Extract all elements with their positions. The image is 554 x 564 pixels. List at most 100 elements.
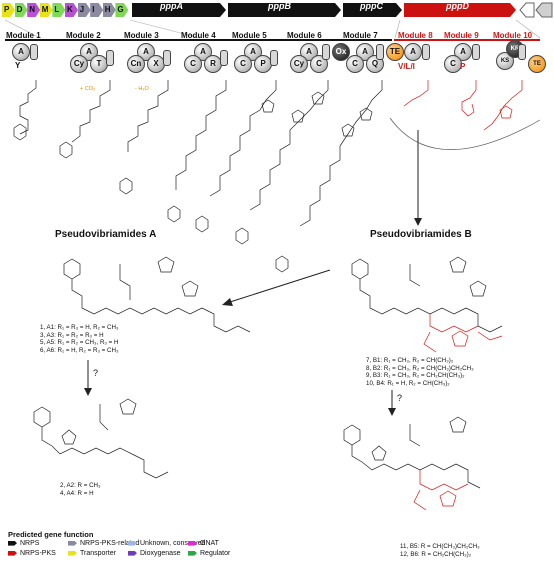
module-label-10: Module 10 <box>493 31 533 40</box>
domain-pcp-m5[interactable] <box>270 50 278 66</box>
domain-pcp-m9[interactable] <box>472 44 480 60</box>
module-1-intermediate <box>13 80 37 141</box>
substrate-m1: Y <box>15 61 21 70</box>
gene-arrow-pppB[interactable] <box>228 3 341 17</box>
gene-label-pppC: pppC <box>360 1 383 11</box>
domain-A-m8[interactable]: A <box>404 43 422 61</box>
gene-arrow-M[interactable]: M <box>39 3 53 17</box>
gene-arrow-L[interactable]: L <box>52 3 66 17</box>
legend-swatch <box>128 540 137 546</box>
domain-pcp-m3[interactable] <box>163 50 171 66</box>
module-label-3: Module 3 <box>124 31 159 40</box>
arrow-to-B-head <box>414 218 422 226</box>
compound-structures <box>33 256 503 511</box>
caption-b-line-1: 7, B1: R₁ = CH₃, R₂ = CH(CH₃)₂ <box>366 357 454 364</box>
caption-b: 7, B1: R₁ = CH₃, R₂ = CH(CH₃)₂ 8, B2: R₁… <box>366 357 474 387</box>
question-mark-b: ? <box>397 393 403 403</box>
caption-a-line-1: 1, A1: R₁ = R₃ = H, R₂ = CH₃ <box>40 324 119 331</box>
module-label-7: Module 7 <box>343 31 378 40</box>
large-gene-arrows <box>132 2 553 18</box>
gene-label-pppD: pppD <box>446 1 469 11</box>
arrow-a-to-a2-head <box>84 388 92 396</box>
caption-a2-line-1: 2, A2: R = CH₃ <box>60 482 101 489</box>
module-label-9: Module 9 <box>444 31 479 40</box>
caption-b-line-3: 9, B3: R₁ = CH₃, R₂ = CH₂CH(CH₃)₂ <box>366 372 465 380</box>
module-4-intermediate <box>167 80 227 223</box>
legend-label: Dioxygenase <box>140 550 181 557</box>
module-6-intermediate <box>235 80 329 245</box>
gene-arrow-pppC[interactable] <box>343 3 402 17</box>
gene-arrow-P[interactable]: P <box>2 3 15 17</box>
gene-arrow-F[interactable] <box>519 2 535 18</box>
gene-arrow-pppA[interactable] <box>132 3 226 17</box>
question-mark-a: ? <box>93 368 99 378</box>
domain-pcp-m7[interactable] <box>376 44 384 60</box>
module-3-intermediate <box>119 80 169 195</box>
legend-label: Unknown, conserved <box>140 540 206 547</box>
legend-item: Dioxygenase <box>128 550 180 557</box>
arrow-to-A-head <box>222 298 233 306</box>
pseudovibriamide-b5-structure <box>343 416 481 511</box>
legend-label: GNAT <box>200 540 219 547</box>
domain-C-m9[interactable]: C <box>444 55 462 73</box>
legend-label: NRPS-PKS-related <box>80 540 140 547</box>
domain-Cy-m6[interactable]: Cy <box>290 55 308 73</box>
module-7-intermediate <box>275 80 383 273</box>
gene-arrow-J[interactable]: J <box>77 3 91 17</box>
legend-item: NRPS <box>8 540 39 547</box>
transfer-curve <box>389 117 541 151</box>
domain-X-m3[interactable]: X <box>147 55 165 73</box>
caption-a-line-3: 5, A5: R₁ = R₂ = CH₃, R₃ = H <box>40 339 119 347</box>
legend-swatch <box>188 540 197 546</box>
gene-arrow-G[interactable]: G <box>115 3 129 17</box>
pseudovibriamides-b-title: Pseudovibriamides B <box>370 229 472 240</box>
domain-pcp-m8[interactable] <box>422 44 430 60</box>
substrate-m8: V/L/I <box>398 62 415 71</box>
legend-item: Regulator <box>188 550 230 557</box>
legend-label: NRPS <box>20 540 40 547</box>
domain-Cn-m3[interactable]: Cn <box>127 55 145 73</box>
gene-arrow-I[interactable]: I <box>90 3 104 17</box>
domain-C-m7[interactable]: C <box>346 55 364 73</box>
domain-Ox-m6[interactable]: Ox <box>332 43 350 61</box>
domain-Cy-m2[interactable]: Cy <box>70 55 88 73</box>
domain-pcp-m4[interactable] <box>220 50 228 66</box>
module-label-8: Module 8 <box>398 31 433 40</box>
caption-a2: 2, A2: R = CH₃ 4, A4: R = H <box>60 482 101 497</box>
gene-arrow-E[interactable] <box>535 2 553 18</box>
gene-arrow-D[interactable]: D <box>14 3 28 17</box>
gene-arrow-N[interactable]: N <box>27 3 41 17</box>
legend-label: Regulator <box>200 550 231 557</box>
legend-swatch <box>8 550 17 556</box>
domain-TE-m10[interactable]: TE <box>528 55 546 73</box>
domain-pcp-m2[interactable] <box>106 50 114 66</box>
domain-C-m5[interactable]: C <box>234 55 252 73</box>
legend-swatch <box>8 540 17 546</box>
domain-TE-m7[interactable]: TE <box>386 43 404 61</box>
pseudovibriamide-a-structure <box>63 256 251 333</box>
substrate-m9: P <box>460 62 466 71</box>
caption-b-line-2: 8, B2: R₁ = CH₃, R₂ = CH(CH₃)CH₂CH₃ <box>366 364 474 372</box>
gene-arrow-pppD[interactable] <box>404 3 516 17</box>
gene-arrow-K[interactable]: K <box>65 3 78 17</box>
gene-arrow-H[interactable]: H <box>102 3 116 17</box>
legend-item: NRPS-PKS-related <box>68 540 140 547</box>
h2o-annotation: - H₂O <box>135 86 149 92</box>
legend-label: NRPS-PKS <box>20 550 56 557</box>
module-label-1: Module 1 <box>6 31 41 40</box>
domain-pcp-m10[interactable] <box>518 44 526 60</box>
domain-C-m4[interactable]: C <box>184 55 202 73</box>
module-2-intermediate <box>59 80 111 159</box>
legend-swatch <box>68 540 77 546</box>
legend-label: Transporter <box>80 550 116 557</box>
domain-pcp-m6[interactable] <box>322 44 330 60</box>
domain-A-m1[interactable]: A <box>12 43 30 61</box>
arrow-to-A <box>229 269 331 303</box>
pseudovibriamide-a2-structure <box>33 398 169 479</box>
co2-annotation: + CO₂ <box>80 86 96 92</box>
module-8-10-intermediates <box>403 80 523 131</box>
domain-T-m1[interactable] <box>30 44 38 60</box>
